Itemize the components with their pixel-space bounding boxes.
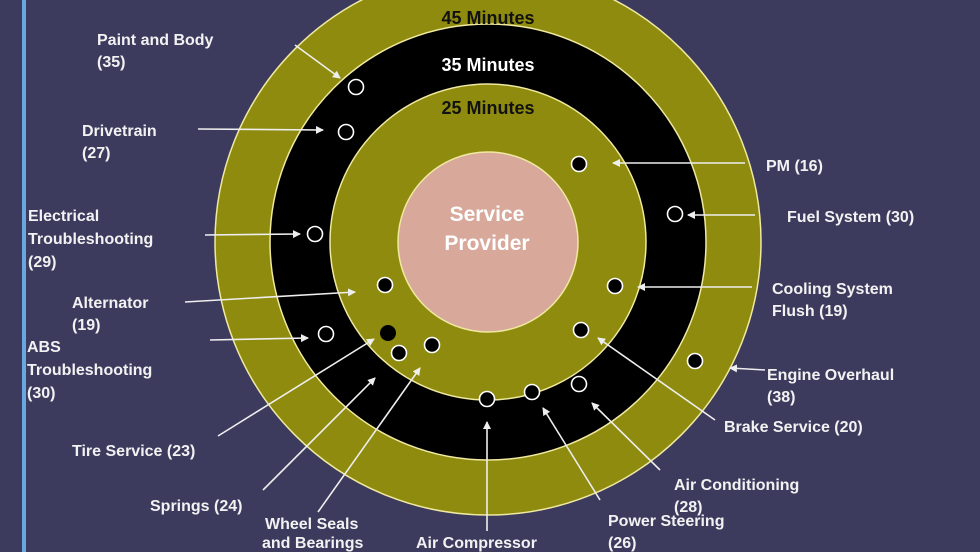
callout-labels: Paint and Body(35) Drivetrain(27) Electr… xyxy=(27,32,914,552)
label-springs: Springs (24) xyxy=(150,498,242,515)
dot-engine-overhaul xyxy=(686,352,704,370)
label-drivetrain: Drivetrain(27) xyxy=(82,123,157,162)
service-provider-disc xyxy=(397,151,579,333)
dot-air-conditioning xyxy=(570,375,588,393)
arrow-abs xyxy=(209,334,309,343)
dot-air-compressor xyxy=(478,390,496,408)
arrow-drivetrain xyxy=(197,125,324,134)
arrow-engine-overhaul xyxy=(729,364,766,373)
dot-cooling-system xyxy=(606,277,624,295)
dot-paint-and-body xyxy=(347,78,365,96)
arrow-brake-service xyxy=(597,337,716,421)
arrow-air-conditioning xyxy=(591,402,661,471)
accent-stripe xyxy=(22,0,26,552)
dot-tire-service xyxy=(380,325,396,341)
arrow-electrical xyxy=(204,230,301,239)
service-dots xyxy=(306,78,704,408)
arrow-alternator xyxy=(184,288,356,303)
arrow-power-steering xyxy=(542,407,601,501)
dot-power-steering xyxy=(523,383,541,401)
arrow-tire-service xyxy=(217,338,375,437)
label-pm: PM (16) xyxy=(766,158,823,175)
label-engine-overhaul: Engine Overhaul(38) xyxy=(767,367,894,406)
label-tire-service: Tire Service (23) xyxy=(72,443,195,460)
center-label-line1: Service xyxy=(450,203,525,226)
arrow-springs xyxy=(262,377,376,491)
label-paint-and-body: Paint and Body(35) xyxy=(97,32,214,71)
ring-label-35: 35 Minutes xyxy=(441,55,534,75)
dot-brake-service xyxy=(572,321,590,339)
dot-springs xyxy=(390,344,408,362)
label-fuel-system: Fuel System (30) xyxy=(787,209,914,226)
center-label-line2: Provider xyxy=(444,232,529,255)
label-alternator: Alternator(19) xyxy=(72,295,148,334)
dot-fuel-system xyxy=(666,205,684,223)
arrow-paint-and-body xyxy=(294,44,341,79)
callout-arrows xyxy=(184,44,766,531)
dot-electrical xyxy=(306,225,324,243)
ring-label-45: 45 Minutes xyxy=(441,8,534,28)
arrow-wheel-seals xyxy=(317,367,421,513)
dot-drivetrain xyxy=(337,123,355,141)
label-air-conditioning: Air Conditioning(28) xyxy=(674,477,799,516)
label-brake-service: Brake Service (20) xyxy=(724,419,863,436)
dot-abs xyxy=(317,325,335,343)
label-air-compressor: Air Compressor xyxy=(416,535,537,552)
dot-wheel-seals xyxy=(423,336,441,354)
label-power-steering: Power Steering(26) xyxy=(608,513,724,552)
ring-label-25: 25 Minutes xyxy=(441,98,534,118)
dot-alternator xyxy=(376,276,394,294)
dot-pm xyxy=(570,155,588,173)
